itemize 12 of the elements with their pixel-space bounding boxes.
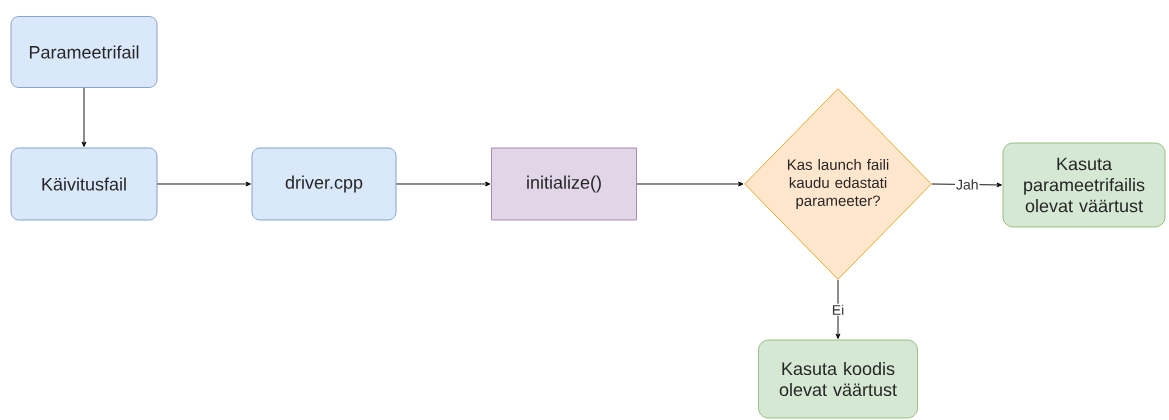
result-box: Kasuta parameetrifailis olevat väärtust — [1002, 142, 1166, 228]
arrow — [636, 181, 744, 187]
process-box: Käivitusfail — [10, 147, 158, 221]
arrow — [156, 181, 251, 187]
arrow — [395, 181, 491, 187]
result-box: Kasuta koodis olevat väärtust — [758, 339, 918, 419]
edge-label: Jah — [955, 178, 980, 191]
process-box: driver.cpp — [251, 147, 397, 221]
process-box: Parameetrifail — [10, 16, 158, 88]
function-box: initialize() — [491, 147, 637, 221]
arrow — [81, 87, 87, 147]
arrow — [835, 279, 841, 339]
